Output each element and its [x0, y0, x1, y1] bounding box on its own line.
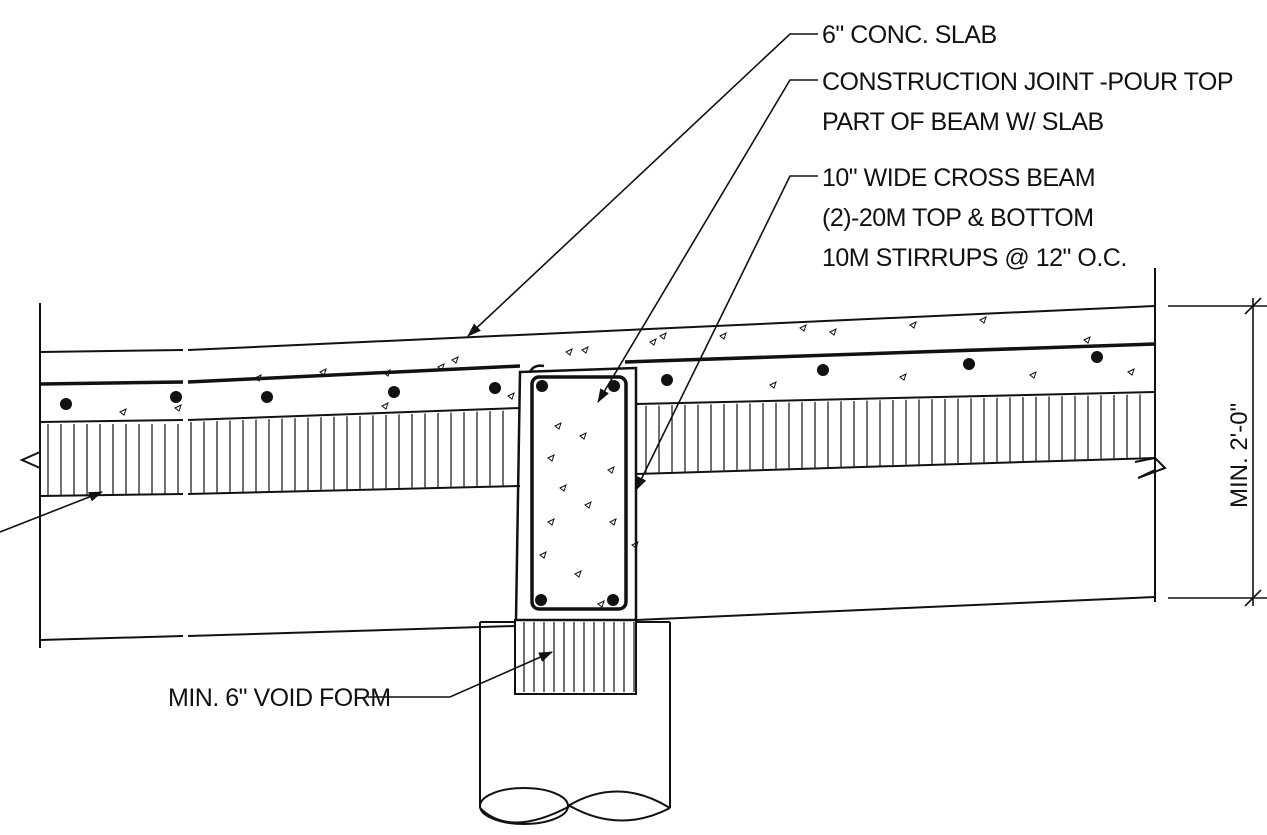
insulation-bottom-line	[39, 493, 184, 497]
beam-label-line1: 10" WIDE CROSS BEAM	[822, 164, 1095, 192]
rebar-dot	[170, 391, 182, 403]
pile-outline	[479, 621, 671, 808]
slab-middle-line-3	[624, 342, 1156, 364]
aggregate-mark	[565, 348, 573, 356]
beam-label-line2: (2)-20M TOP & BOTTOM	[822, 204, 1094, 232]
aggregate-mark	[547, 454, 555, 462]
ground-line-3	[635, 596, 1156, 621]
slab-top-line-2	[187, 305, 1156, 351]
aggregate-mark	[607, 466, 615, 474]
aggregate-mark	[899, 373, 907, 381]
aggregate-mark	[649, 338, 657, 346]
concrete-aggregate-marks	[119, 316, 1135, 608]
joint-leader	[597, 79, 818, 403]
aggregate-mark	[597, 600, 605, 608]
slab-leader	[467, 33, 818, 337]
void-form-leader	[368, 651, 553, 698]
void-form-hatching	[523, 622, 635, 692]
slab-middle-line	[39, 380, 184, 386]
ground-line	[39, 635, 184, 641]
ground-line-2	[187, 625, 516, 637]
aggregate-mark	[574, 570, 582, 578]
aggregate-mark	[559, 484, 567, 492]
aggregate-mark	[507, 392, 515, 400]
rebar-dot	[261, 391, 273, 403]
beam-label-line3: 10M STIRRUPS @ 12" O.C.	[822, 244, 1127, 272]
left-break-symbol	[19, 428, 41, 496]
void-form-label: MIN. 6" VOID FORM	[168, 684, 391, 712]
pile-bottom-curve-right	[567, 790, 671, 809]
insulation-hatching	[47, 394, 1141, 495]
aggregate-mark	[437, 363, 445, 371]
slab-bottom-line	[39, 419, 184, 423]
aggregate-mark	[383, 369, 391, 377]
aggregate-mark	[909, 321, 917, 329]
beam-leader	[635, 175, 818, 491]
rebar-dot	[1091, 351, 1103, 363]
beam-stirrup	[530, 375, 628, 611]
joint-label-line1: CONSTRUCTION JOINT -POUR TOP	[822, 68, 1233, 96]
aggregate-mark	[799, 324, 807, 332]
aggregate-mark	[579, 432, 587, 440]
aggregate-mark	[631, 541, 639, 549]
aggregate-mark	[451, 356, 459, 364]
pile-bottom-curve-under	[479, 804, 671, 824]
right-break-symbol	[1134, 456, 1167, 479]
insulation-bottom-line-2	[187, 485, 521, 495]
aggregate-mark	[719, 332, 727, 340]
aggregate-mark	[381, 402, 389, 410]
aggregate-mark	[547, 518, 555, 526]
aggregate-mark	[554, 422, 562, 430]
cross-beam-outline	[514, 366, 638, 622]
aggregate-mark	[769, 381, 777, 389]
rebar-dot	[536, 380, 548, 392]
slab-middle-line-2	[187, 364, 521, 384]
aggregate-mark	[1127, 368, 1135, 376]
rebar-dot	[535, 594, 547, 606]
aggregate-mark	[829, 328, 837, 336]
slab-bottom-line-2	[187, 407, 521, 421]
rebar-dot	[607, 594, 619, 606]
aggregate-mark	[254, 374, 262, 382]
dimension-tick-top	[1244, 297, 1262, 315]
rebar-dot	[963, 358, 975, 370]
aggregate-mark	[1029, 371, 1037, 379]
rebar-dot	[489, 382, 501, 394]
rebar-dot	[608, 380, 620, 392]
slab-bottom-line-3	[635, 391, 1156, 405]
slab-top-line	[39, 349, 184, 353]
dimension-label: MIN. 2'-0"	[1226, 403, 1253, 508]
joint-label-line2: PART OF BEAM W/ SLAB	[822, 108, 1104, 136]
aggregate-mark	[609, 518, 617, 526]
dimension-tick-bottom	[1244, 589, 1262, 607]
insulation-bottom-line-3	[635, 457, 1156, 475]
stirrup-hook	[528, 364, 545, 373]
aggregate-mark	[174, 404, 182, 412]
aggregate-mark	[319, 368, 327, 376]
rebar-dot	[388, 386, 400, 398]
void-form	[514, 619, 637, 695]
slab-label: 6" CONC. SLAB	[822, 21, 997, 49]
aggregate-mark	[979, 316, 987, 324]
aggregate-mark	[581, 346, 589, 354]
left-offsheet-leader	[0, 491, 103, 533]
rebar-dot	[661, 374, 673, 386]
rebar-dots	[60, 351, 1103, 606]
aggregate-mark	[1083, 336, 1091, 344]
aggregate-mark	[659, 332, 667, 340]
aggregate-mark	[119, 408, 127, 416]
aggregate-mark	[584, 501, 592, 509]
aggregate-mark	[539, 551, 547, 559]
rebar-dot	[817, 364, 829, 376]
rebar-dot	[60, 398, 72, 410]
